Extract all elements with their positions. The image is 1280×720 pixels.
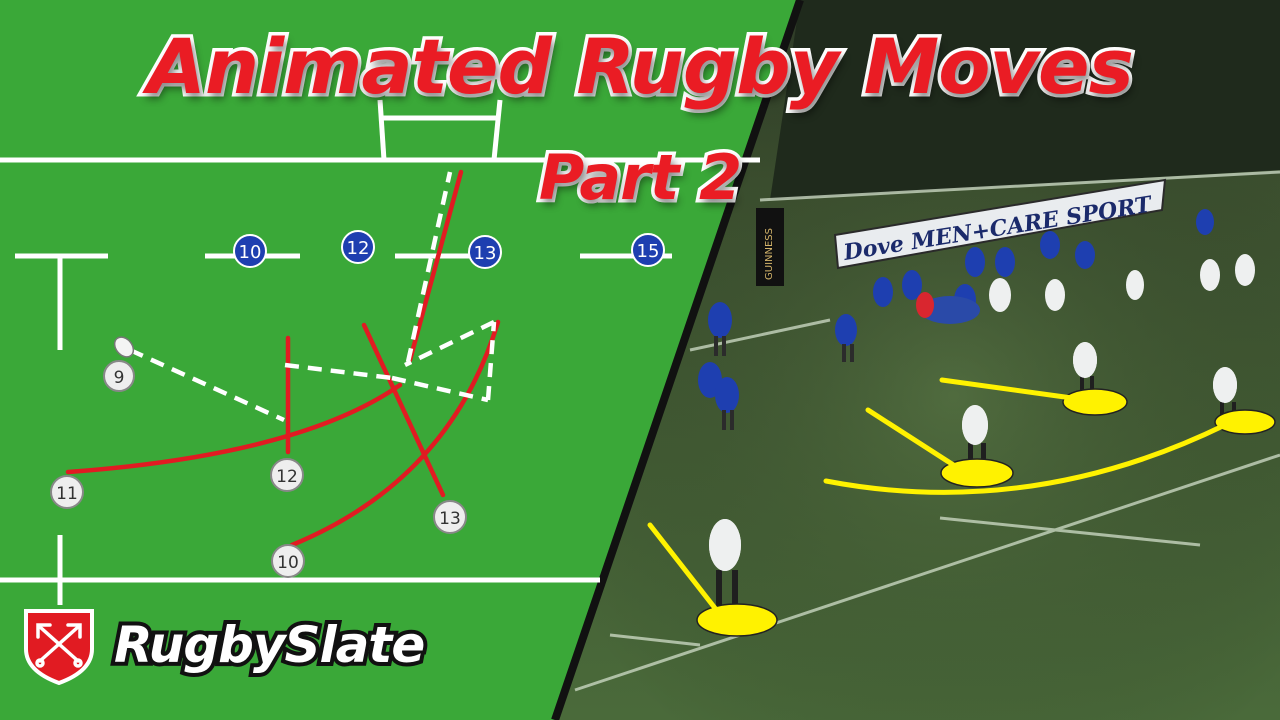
run-line-15 [407, 169, 464, 363]
broadcast-photo: Dove MEN+CARE SPORT GUINNESS [555, 0, 1280, 720]
attacker-number: 11 [56, 484, 78, 504]
pass-line [391, 375, 489, 403]
attacker-number: 10 [277, 553, 299, 573]
guinness-text: GUINNESS [764, 228, 775, 280]
pitch-lines [574, 170, 1280, 692]
attacker-13: 13 [433, 500, 467, 534]
brand-name: RugbySlate [110, 612, 429, 678]
highlight-ring [1062, 388, 1128, 416]
ball-icon [113, 336, 135, 358]
attacker-12: 12 [270, 458, 304, 492]
run-line-13 [361, 322, 446, 498]
pass-lines [129, 171, 497, 423]
ruck [916, 292, 980, 324]
video-title: Animated Rugby Moves [144, 19, 1138, 115]
highlight-lines [647, 377, 1228, 615]
highlight-ring [696, 603, 778, 637]
brand-logo: RugbySlate [20, 609, 429, 685]
guinness-board: GUINNESS [756, 208, 784, 286]
run-lines [65, 169, 501, 548]
defender-number: 15 [637, 241, 660, 262]
pass-line [284, 362, 393, 381]
defender-12: 12 [341, 230, 375, 264]
defender-13: 13 [468, 235, 502, 269]
video-subtitle: Part 2 [535, 138, 745, 218]
pass-line [404, 319, 495, 368]
pass-line [129, 347, 285, 423]
run-line-11 [65, 382, 403, 475]
stand-area [770, 0, 1280, 200]
attacker-9: 9 [103, 360, 135, 392]
player-legs [714, 336, 854, 430]
attacker-number: 9 [114, 368, 125, 388]
attacker-10: 10 [271, 544, 305, 578]
attacker-11: 11 [50, 475, 84, 509]
pass-line [485, 321, 497, 401]
run-line-10 [289, 319, 501, 548]
defender-number: 13 [474, 243, 497, 264]
defender-number: 10 [239, 242, 262, 263]
pass-line [405, 171, 453, 363]
highlight-ring [940, 458, 1014, 488]
tactics-diagram: 10 12 13 15 [0, 0, 804, 720]
diagram-pitch-lines [0, 99, 760, 605]
defender-10: 10 [233, 234, 267, 268]
defender-number: 12 [347, 238, 370, 259]
shield-arrows-icon [24, 609, 94, 685]
attacker-number: 13 [439, 509, 461, 529]
defender-15: 15 [631, 233, 665, 267]
attacker-number: 12 [276, 467, 298, 487]
highlight-ring [1214, 409, 1276, 435]
highlighted-players [709, 342, 1237, 571]
